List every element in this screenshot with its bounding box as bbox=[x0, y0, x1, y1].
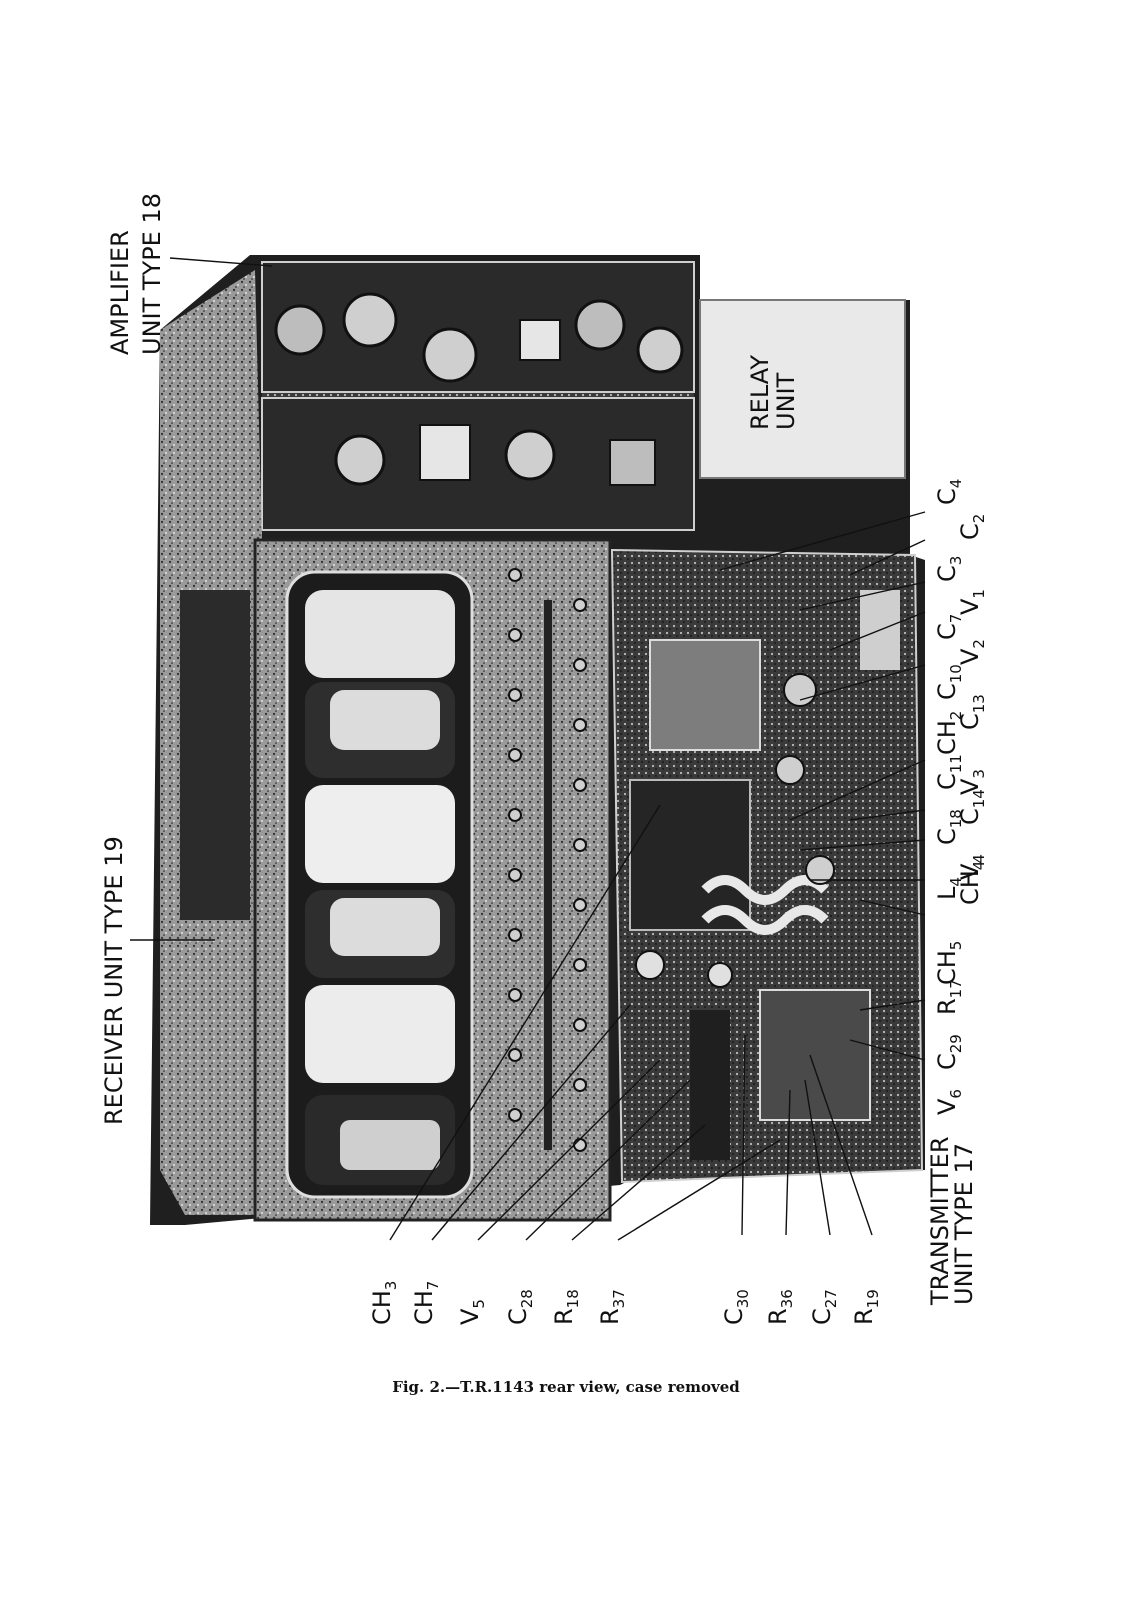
right-callout-v6: V6 bbox=[933, 1089, 965, 1115]
right-callout-c4: C4 bbox=[933, 479, 965, 505]
svg-text:UNIT TYPE 18: UNIT TYPE 18 bbox=[138, 193, 166, 355]
right-callout-labels: C4C2C3V1C7V2C10C13CH2V3C11C14C18V4L4CH4C… bbox=[933, 479, 988, 1115]
label-receiver-unit: RECEIVER UNIT TYPE 19 bbox=[100, 836, 215, 1125]
right-callout-c18: C18 bbox=[933, 809, 965, 845]
label-transmitter-unit: TRANSMITTER UNIT TYPE 17 bbox=[926, 1137, 978, 1307]
left-callout-r19: R19 bbox=[850, 1289, 882, 1325]
amplifier-unit-chassis bbox=[261, 261, 695, 531]
left-callout-c28: C28 bbox=[504, 1289, 536, 1325]
right-callout-r17: R17 bbox=[933, 979, 965, 1015]
right-callout-c13: C13 bbox=[956, 694, 988, 730]
right-callout-c11: C11 bbox=[933, 754, 965, 790]
svg-text:UNIT TYPE 17: UNIT TYPE 17 bbox=[950, 1143, 978, 1305]
right-callout-v2: V2 bbox=[956, 639, 988, 665]
label-amplifier-unit: AMPLIFIER UNIT TYPE 18 bbox=[106, 193, 273, 355]
right-callout-c14: C14 bbox=[956, 789, 988, 825]
right-callout-l4: L4 bbox=[933, 877, 965, 900]
left-callout-ch3: CH3 bbox=[368, 1281, 400, 1325]
svg-text:UNIT: UNIT bbox=[772, 372, 800, 430]
right-callout-v3: V3 bbox=[956, 769, 988, 795]
right-callout-c29: C29 bbox=[933, 1034, 965, 1070]
relay-unit-box bbox=[699, 299, 906, 479]
right-callout-ch5: CH5 bbox=[933, 941, 965, 985]
svg-text:RECEIVER UNIT TYPE 19: RECEIVER UNIT TYPE 19 bbox=[100, 836, 128, 1125]
right-callout-c7: C7 bbox=[933, 614, 965, 640]
callout-leader-lines bbox=[389, 511, 926, 1241]
right-callout-c3: C3 bbox=[933, 556, 965, 582]
left-callout-r37: R37 bbox=[596, 1289, 628, 1325]
left-callout-ch7: CH7 bbox=[410, 1281, 442, 1325]
right-callout-v1: V1 bbox=[956, 589, 988, 615]
right-callout-v4: V4 bbox=[956, 854, 988, 880]
left-callout-v5: V5 bbox=[456, 1299, 488, 1325]
svg-text:AMPLIFIER: AMPLIFIER bbox=[106, 230, 134, 355]
right-callout-ch4: CH4 bbox=[956, 861, 988, 905]
left-callout-r18: R18 bbox=[550, 1289, 582, 1325]
right-callout-ch2: CH2 bbox=[933, 711, 965, 755]
equipment-photo bbox=[150, 255, 925, 1225]
label-relay-unit: RELAY UNIT bbox=[746, 355, 800, 430]
figure-caption: Fig. 2.—T.R.1143 rear view, case removed bbox=[392, 1378, 740, 1396]
right-callout-c10: C10 bbox=[933, 664, 965, 700]
right-callout-c2: C2 bbox=[956, 514, 988, 540]
svg-text:TRANSMITTER: TRANSMITTER bbox=[926, 1137, 954, 1307]
receiver-unit-frame bbox=[253, 538, 612, 1222]
left-callout-c27: C27 bbox=[808, 1289, 840, 1325]
left-callout-c30: C30 bbox=[720, 1289, 752, 1325]
left-callout-r36: R36 bbox=[764, 1289, 796, 1325]
transmitter-unit-chassis bbox=[610, 548, 924, 1184]
left-callout-labels: CH3 CH7 V5 C28 R18 R37 C30 R36 C27 R19 bbox=[368, 1281, 882, 1325]
svg-text:RELAY: RELAY bbox=[746, 355, 774, 430]
